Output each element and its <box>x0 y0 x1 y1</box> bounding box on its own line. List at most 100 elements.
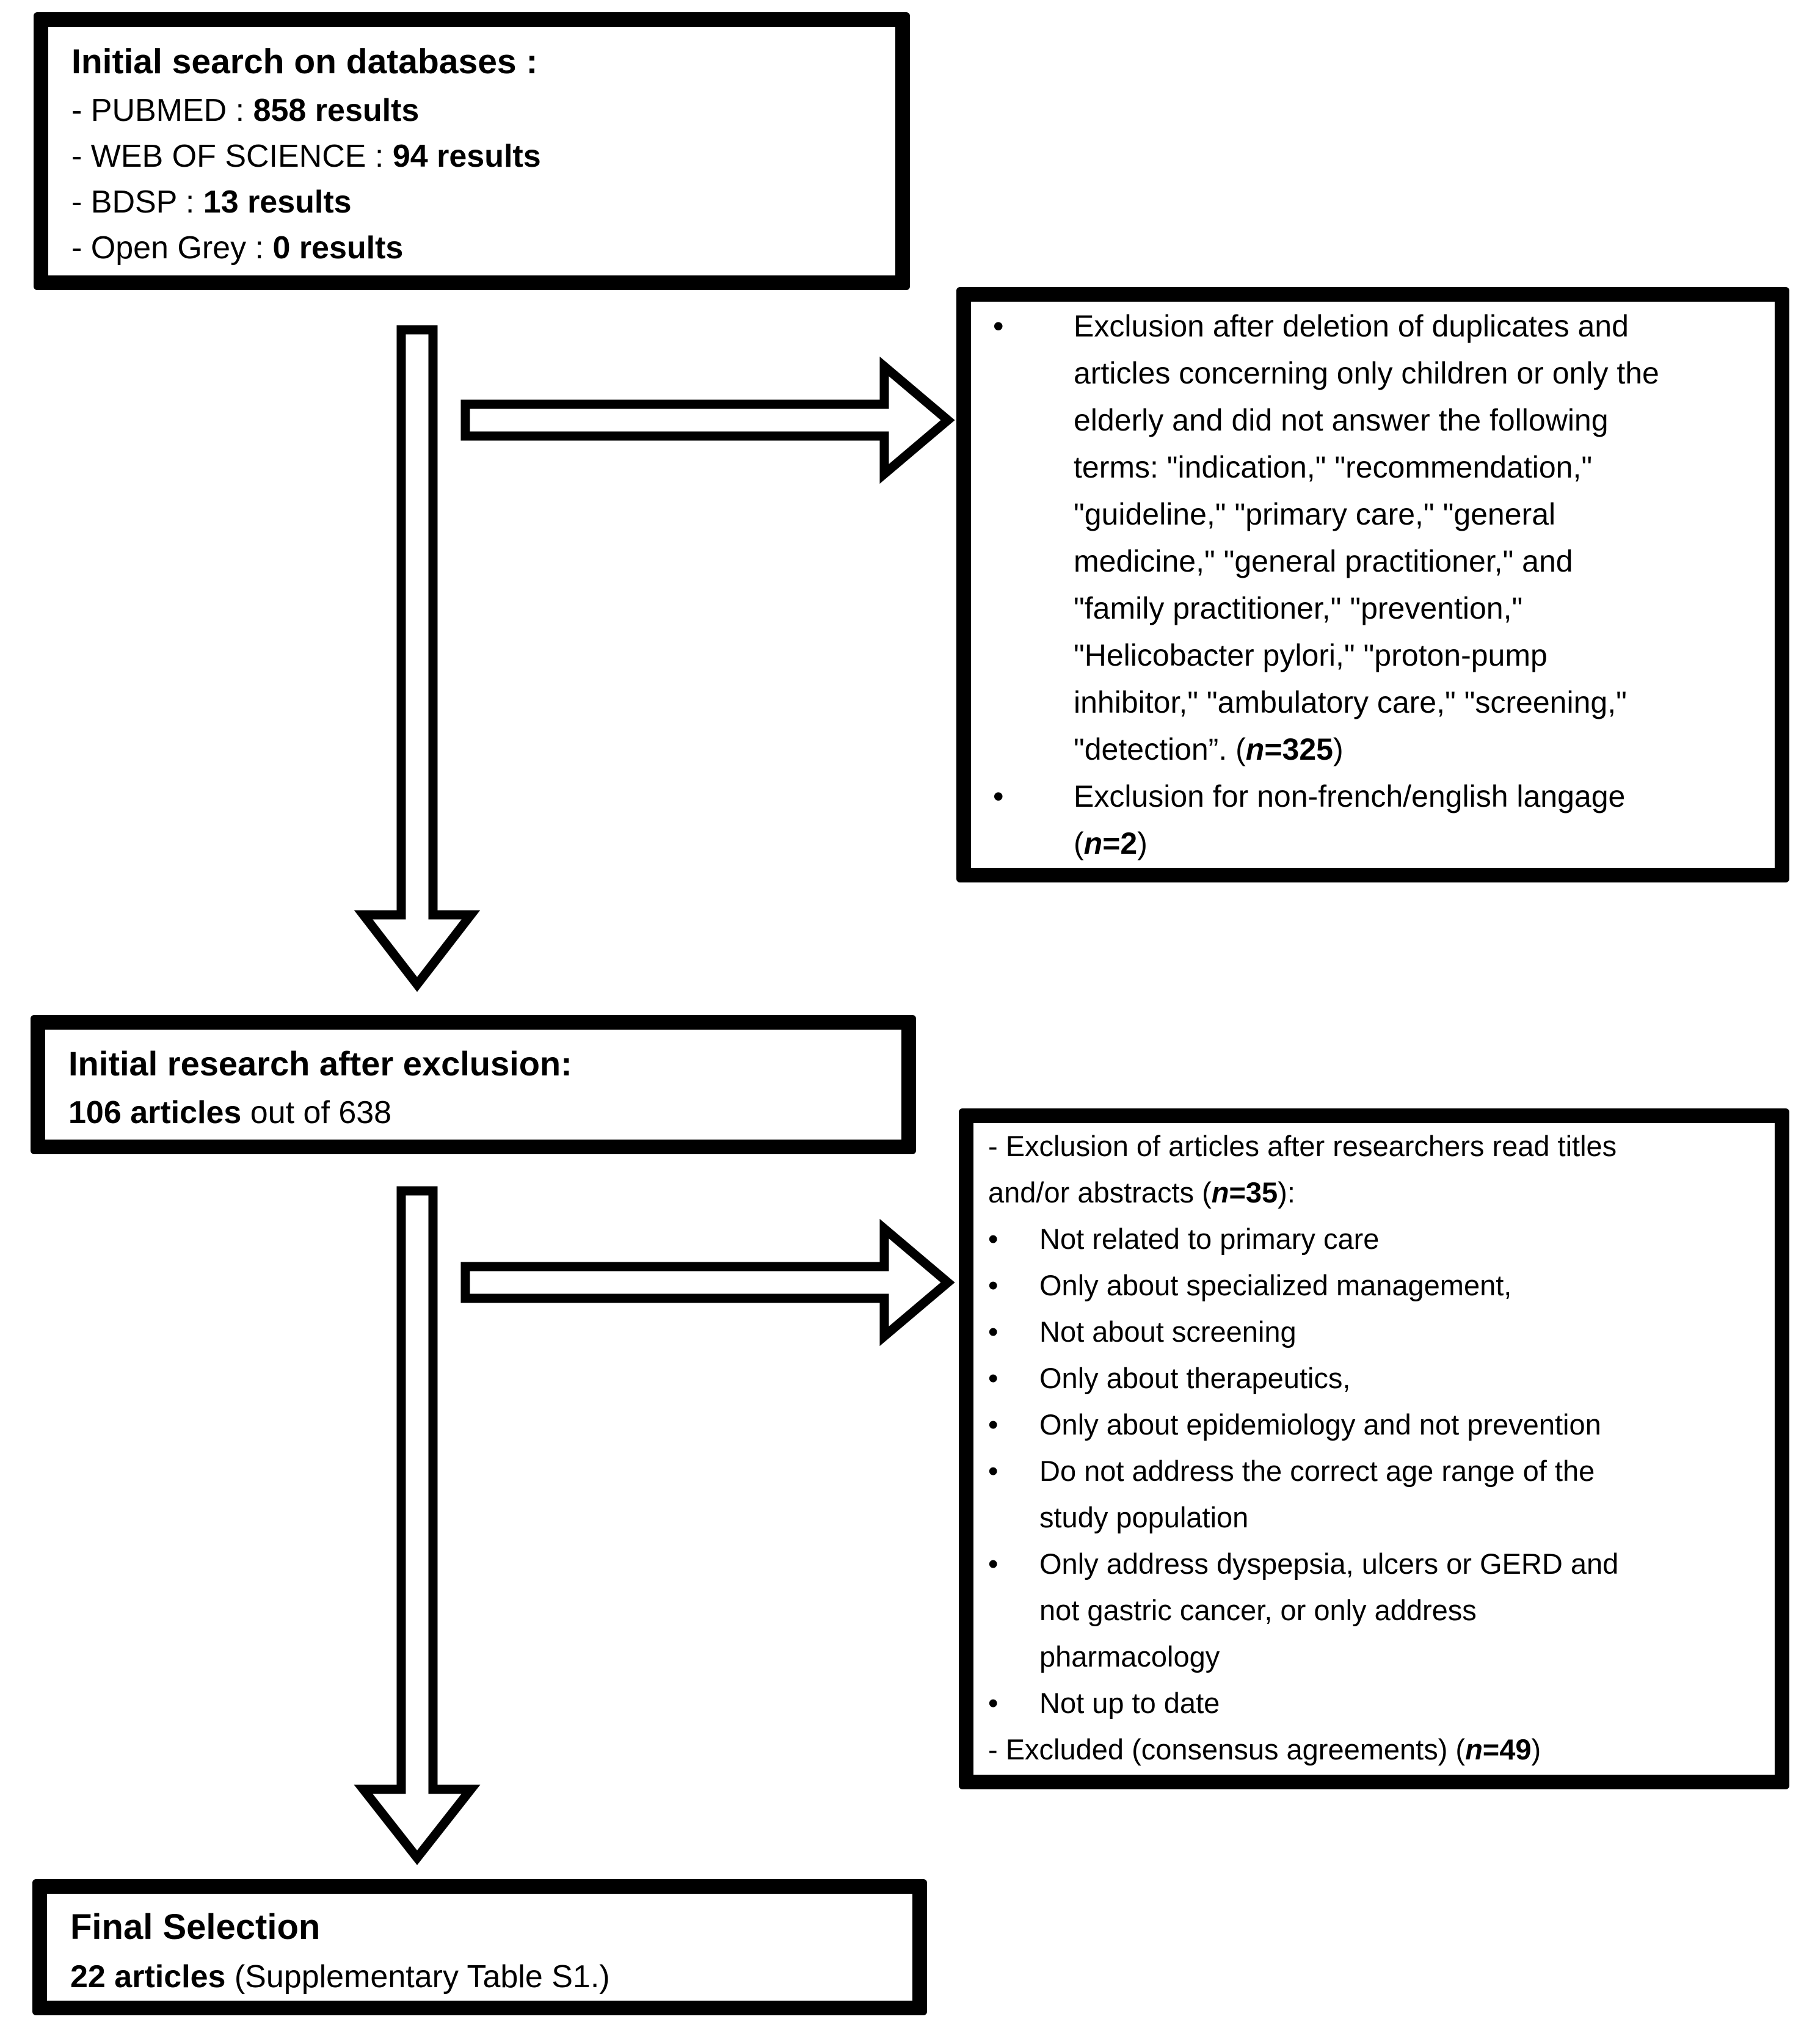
initial-search-box: Initial search on databases : - PUBMED :… <box>34 12 910 290</box>
text-segment: - BDSP : <box>71 184 203 220</box>
after-exclusion-title: Initial research after exclusion: <box>68 1044 572 1083</box>
text-segment: n <box>1245 732 1265 766</box>
text-line: 22 articles (Supplementary Table S1.) <box>70 1954 889 2000</box>
text-line: Only about epidemiology and not preventi… <box>1039 1402 1762 1448</box>
exclusion-bullet-list-1: • Exclusion after deletion of duplicates … <box>993 303 1759 867</box>
text-line: - PUBMED : 858 results <box>71 88 872 134</box>
text-segment: - Exclusion of articles after researcher… <box>988 1130 1617 1162</box>
text-segment: (Supplementary Table S1.) <box>225 1959 610 1995</box>
text-line: Only about specialized management, <box>1039 1262 1762 1309</box>
text-segment: 94 results <box>392 139 541 174</box>
text-segment: - WEB OF SCIENCE : <box>71 139 393 174</box>
text-line: inhibitor," "ambulatory care," "screenin… <box>1074 679 1759 726</box>
text-segment: ): <box>1278 1176 1295 1209</box>
text-segment: out of 638 <box>241 1095 392 1130</box>
bullet-item: • Not up to date <box>988 1680 1762 1726</box>
bullet-item: • Only about specialized management, <box>988 1262 1762 1309</box>
exclusion-bullet-list-2: •Not related to primary care•Only about … <box>988 1216 1762 1726</box>
text-line: "family practitioner," "prevention," <box>1074 585 1759 632</box>
after-exclusion-box: Initial research after exclusion: 106 ar… <box>31 1015 916 1154</box>
text-segment: "guideline," "primary care," "general <box>1074 497 1556 531</box>
exclusion-2-footer: - Excluded (consensus agreements) (n=49) <box>988 1726 1762 1773</box>
text-line: - BDSP : 13 results <box>71 180 872 225</box>
text-segment: - Excluded (consensus agreements) ( <box>988 1733 1466 1766</box>
text-line: 106 articles out of 638 <box>68 1089 878 1136</box>
initial-search-title: Initial search on databases : <box>71 42 538 81</box>
bullet-item: •Only about therapeutics, <box>988 1355 1762 1402</box>
bullet-text: Not up to date <box>1039 1680 1762 1726</box>
text-segment: 22 articles <box>70 1959 226 1995</box>
bullet-text: Do not address the correct age range of … <box>1039 1448 1762 1541</box>
text-segment: =49 <box>1482 1733 1532 1766</box>
right-arrow-2 <box>460 1218 955 1347</box>
bullet-text: Exclusion for non-french/english langage… <box>1074 773 1759 867</box>
bullet-marker: • <box>993 309 1004 343</box>
text-line: (n=2) <box>1074 820 1759 867</box>
text-line: "guideline," "primary care," "general <box>1074 491 1759 538</box>
text-segment: - Open Grey : <box>71 230 273 266</box>
text-segment: =2 <box>1102 826 1138 860</box>
text-segment: ) <box>1333 732 1344 766</box>
text-segment: =35 <box>1229 1176 1278 1209</box>
text-segment: "Helicobacter pylori," "proton-pump <box>1074 638 1548 672</box>
text-line: terms: "indication," "recommendation," <box>1074 444 1759 491</box>
text-line: Do not address the correct age range of … <box>1039 1448 1762 1494</box>
bullet-text: Not about screening <box>1039 1309 1762 1355</box>
bullet-text: Not related to primary care <box>1039 1216 1762 1262</box>
bullet-item: •Not about screening <box>988 1309 1762 1355</box>
text-line: "Helicobacter pylori," "proton-pump <box>1074 632 1759 679</box>
exclusion-criteria-box-2: - Exclusion of articles after researcher… <box>959 1108 1789 1789</box>
text-segment: Only about specialized management, <box>1039 1269 1512 1301</box>
text-segment: elderly and did not answer the following <box>1074 403 1609 437</box>
text-line: study population <box>1039 1494 1762 1541</box>
bullet-marker: • <box>988 1408 998 1441</box>
text-segment: n <box>1211 1176 1229 1209</box>
bullet-item: • Only address dyspepsia, ulcers or GERD … <box>988 1541 1762 1680</box>
text-line: Not up to date <box>1039 1680 1762 1726</box>
text-segment: Not related to primary care <box>1039 1223 1380 1255</box>
final-selection-box: Final Selection 22 articles (Supplementa… <box>32 1879 927 2015</box>
exclusion-2-header: - Exclusion of articles after researcher… <box>988 1123 1762 1216</box>
text-line: and/or abstracts (n=35): <box>988 1169 1762 1216</box>
text-segment: 858 results <box>253 93 420 128</box>
after-exclusion-count: 106 articles out of 638 <box>68 1089 878 1136</box>
text-segment: medicine," "general practitioner," and <box>1074 544 1573 578</box>
final-selection-count: 22 articles (Supplementary Table S1.) <box>70 1954 889 2000</box>
bullet-item: • Only about epidemiology and not prevent… <box>988 1402 1762 1448</box>
text-line: - Open Grey : 0 results <box>71 225 872 271</box>
bullet-item: • Exclusion for non-french/english langag… <box>993 773 1759 867</box>
text-segment: Only address dyspepsia, ulcers or GERD a… <box>1039 1548 1619 1580</box>
text-line: articles concerning only children or onl… <box>1074 350 1759 397</box>
text-line: Only about therapeutics, <box>1039 1355 1762 1402</box>
bullet-marker: • <box>988 1687 998 1719</box>
bullet-marker: • <box>988 1548 998 1580</box>
text-segment: inhibitor," "ambulatory care," "screenin… <box>1074 685 1627 719</box>
text-segment: study population <box>1039 1501 1249 1533</box>
bullet-marker: • <box>988 1269 998 1301</box>
text-segment: ( <box>1074 826 1084 860</box>
exclusion-criteria-box-1: • Exclusion after deletion of duplicates … <box>956 287 1789 882</box>
bullet-text: Only about specialized management, <box>1039 1262 1762 1309</box>
text-segment: 0 results <box>272 230 404 266</box>
text-line: - WEB OF SCIENCE : 94 results <box>71 134 872 180</box>
bullet-marker: • <box>993 779 1004 813</box>
text-segment: and/or abstracts ( <box>988 1176 1212 1209</box>
down-arrow-1 <box>354 325 481 992</box>
bullet-text: Exclusion after deletion of duplicates a… <box>1074 303 1759 773</box>
text-segment: terms: "indication," "recommendation," <box>1074 450 1593 484</box>
bullet-item: • Exclusion after deletion of duplicates … <box>993 303 1759 773</box>
text-segment: ) <box>1137 826 1148 860</box>
text-line: medicine," "general practitioner," and <box>1074 538 1759 585</box>
text-segment: Exclusion for non-french/english langage <box>1074 779 1626 813</box>
bullet-item: • Not related to primary care <box>988 1216 1762 1262</box>
text-line: Not related to primary care <box>1039 1216 1762 1262</box>
text-segment: Not about screening <box>1039 1315 1297 1348</box>
text-segment: ) <box>1531 1733 1541 1766</box>
text-line: not gastric cancer, or only address <box>1039 1587 1762 1634</box>
text-line: pharmacology <box>1039 1634 1762 1680</box>
bullet-marker: • <box>988 1223 998 1255</box>
down-arrow-2 <box>354 1186 481 1866</box>
text-segment: not gastric cancer, or only address <box>1039 1594 1477 1626</box>
